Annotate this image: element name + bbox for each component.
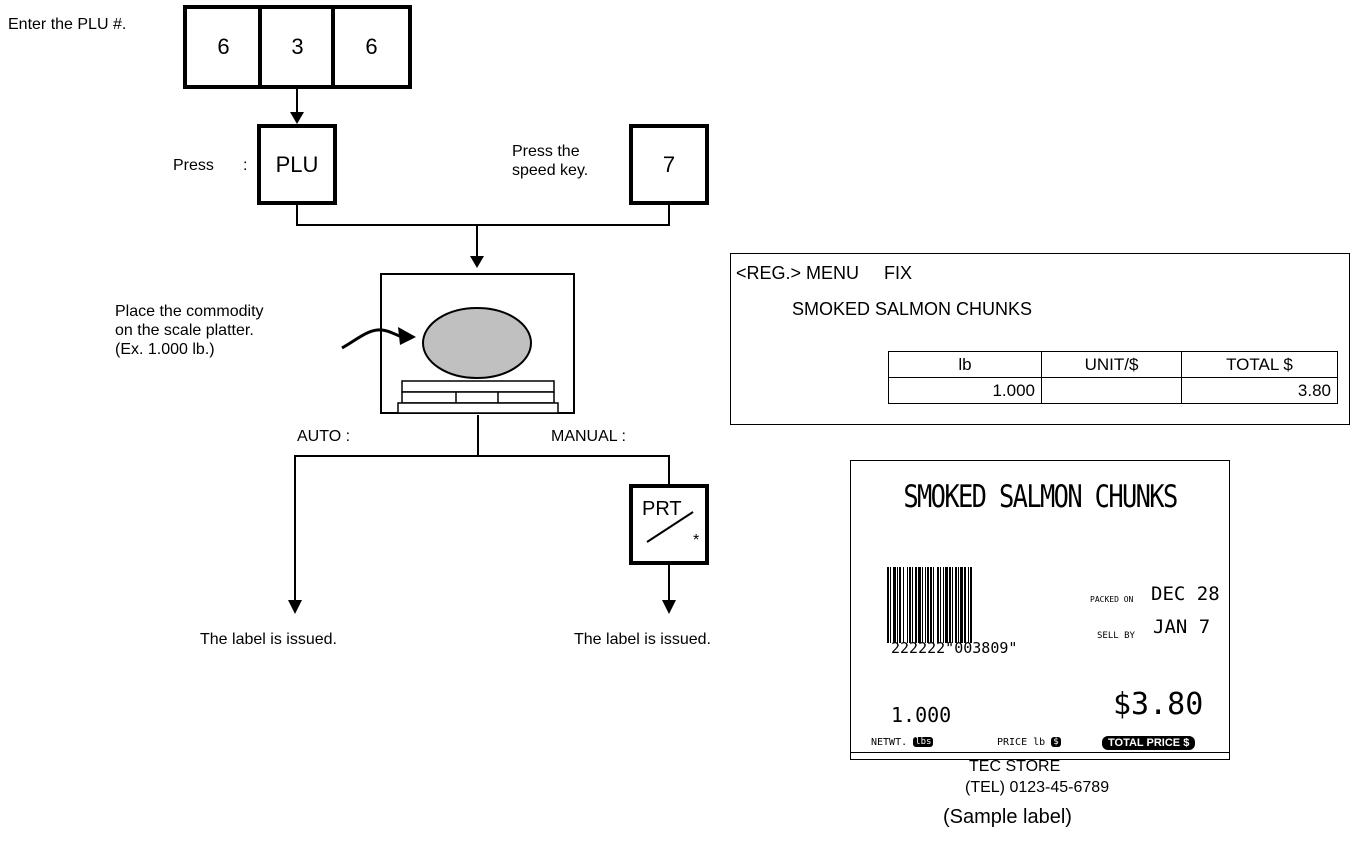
- issued-manual-text: The label is issued.: [574, 630, 711, 649]
- lbs-badge-icon: lbs: [913, 737, 933, 747]
- label-divider: [851, 752, 1229, 753]
- speed-key-7[interactable]: 7: [629, 124, 709, 205]
- connector-line: [668, 565, 670, 603]
- total-price-badge: TOTAL PRICE $: [1102, 736, 1195, 750]
- connector-line: [296, 224, 670, 226]
- value-lb: 1.000: [889, 378, 1042, 404]
- netwt-label: NETWT. lbs: [871, 737, 933, 748]
- manual-label: MANUAL :: [551, 427, 626, 446]
- prt-key-star: *: [693, 532, 699, 550]
- display-line1: <REG.> MENU FIX: [736, 263, 912, 284]
- dollar-badge-icon: $: [1051, 737, 1060, 747]
- sell-by-value: JAN 7: [1153, 616, 1210, 638]
- header-unit: UNIT/$: [1042, 352, 1182, 378]
- digit-key-6b[interactable]: 6: [331, 5, 412, 89]
- arrow-down-icon: [288, 600, 302, 616]
- press-colon: :: [243, 156, 247, 175]
- price-label: PRICE lb $: [997, 737, 1061, 748]
- label-title: SMOKED SALMON CHUNKS: [885, 479, 1195, 515]
- digit-key-6[interactable]: 6: [183, 5, 264, 89]
- plu-key[interactable]: PLU: [257, 124, 337, 205]
- connector-line: [294, 455, 296, 603]
- slash-icon: [645, 510, 695, 544]
- display-line2: SMOKED SALMON CHUNKS: [792, 299, 1032, 320]
- connector-line: [668, 205, 670, 225]
- speed-key-text: Press the speed key.: [512, 142, 588, 180]
- place-commodity-text: Place the commodity on the scale platter…: [115, 302, 264, 359]
- display-table: lb UNIT/$ TOTAL $ 1.000 3.80: [888, 351, 1338, 404]
- auto-label: AUTO :: [297, 427, 350, 446]
- value-total: 3.80: [1182, 378, 1338, 404]
- packed-on-label: PACKED ON: [1090, 595, 1133, 604]
- header-lb: lb: [889, 352, 1042, 378]
- arrow-down-icon: [470, 256, 484, 270]
- press-text: Press: [173, 156, 214, 175]
- digit-key-3[interactable]: 3: [258, 5, 337, 89]
- enter-plu-text: Enter the PLU #.: [8, 15, 126, 34]
- packed-on-value: DEC 28: [1151, 583, 1220, 605]
- sample-label: SMOKED SALMON CHUNKS 222222"003809" PACK…: [850, 460, 1230, 760]
- connector-line: [477, 415, 479, 457]
- label-weight: 1.000: [891, 703, 951, 727]
- scale-display: <REG.> MENU FIX SMOKED SALMON CHUNKS lb …: [730, 253, 1350, 425]
- connector-line: [476, 224, 478, 258]
- arrow-down-icon: [662, 600, 676, 616]
- sell-by-label: SELL BY: [1097, 631, 1135, 641]
- connector-line: [296, 205, 298, 225]
- value-unit: [1042, 378, 1182, 404]
- print-key[interactable]: PRT *: [629, 484, 709, 565]
- label-total-price: $3.80: [1113, 687, 1203, 722]
- store-tel: (TEL) 0123-45-6789: [965, 778, 1109, 797]
- issued-auto-text: The label is issued.: [200, 630, 337, 649]
- header-total: TOTAL $: [1182, 352, 1338, 378]
- curved-arrow-icon: [340, 315, 420, 351]
- barcode-digits: 222222"003809": [891, 639, 1017, 657]
- connector-line: [294, 455, 670, 457]
- sample-label-caption: (Sample label): [943, 806, 1072, 829]
- connector-line: [668, 455, 670, 485]
- dollar-badge-icon: $: [1183, 737, 1189, 749]
